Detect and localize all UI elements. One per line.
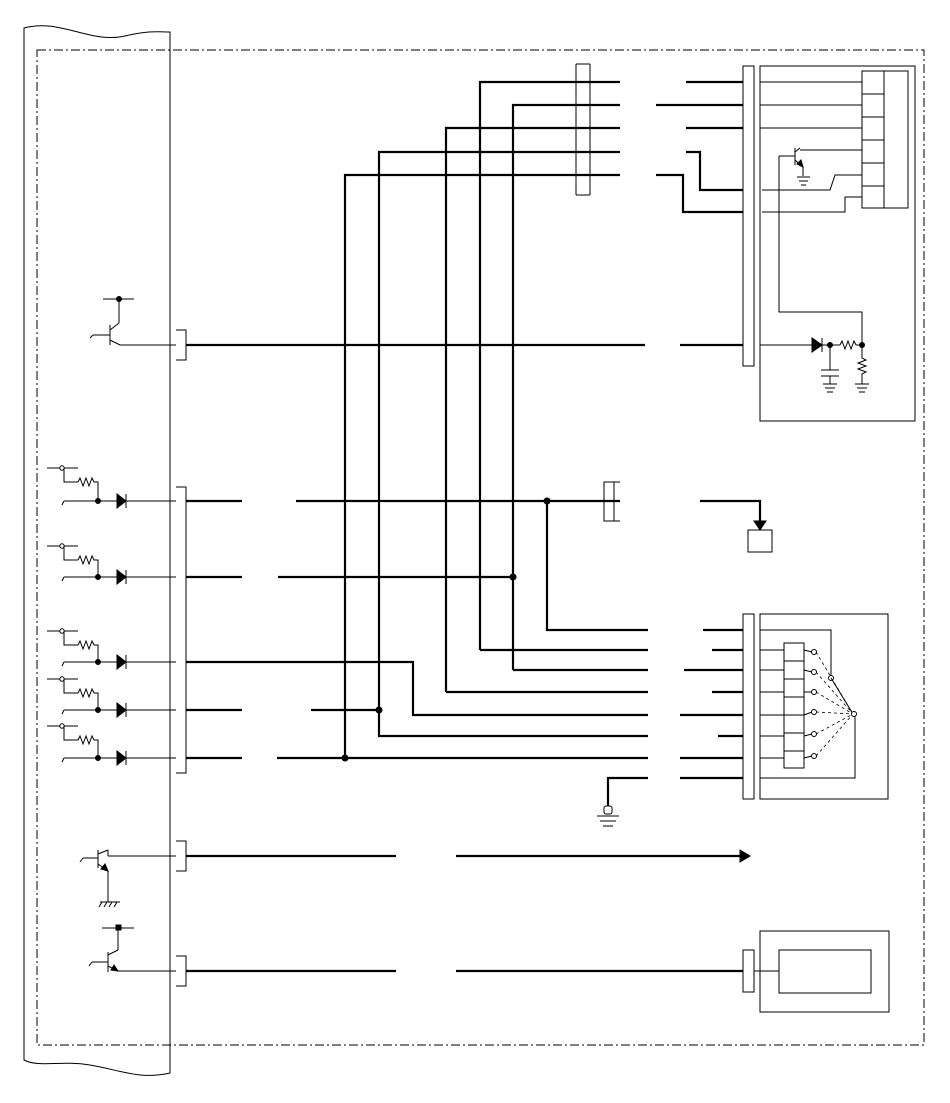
switch-box — [759, 613, 889, 800]
diode-inputs — [47, 465, 176, 767]
actuator-box — [747, 529, 773, 553]
connector-output-1 — [176, 329, 187, 361]
diode-input-4 — [47, 676, 176, 719]
connector-switch — [742, 613, 755, 800]
switch-contact-2 — [760, 669, 854, 715]
switch-contact-6 — [760, 713, 854, 759]
display-module — [754, 930, 890, 1013]
diode-input-5 — [47, 723, 176, 767]
diode-input-3 — [47, 628, 176, 671]
diode-input-1 — [47, 465, 176, 510]
actuator-arrow — [753, 520, 767, 531]
connector-output-3 — [176, 955, 187, 987]
transistor-output-3 — [88, 924, 176, 972]
switch-contact-1 — [760, 649, 854, 715]
control-unit-panel — [23, 25, 171, 1076]
connector-inline-top — [575, 63, 591, 196]
system-boundary — [36, 49, 925, 1046]
connector-module-a — [742, 65, 755, 367]
connector-output-2 — [176, 840, 187, 872]
connector-display — [742, 949, 755, 993]
ground-symbol — [597, 805, 619, 827]
transistor-output-1 — [89, 296, 176, 346]
diode-input-2 — [47, 543, 176, 586]
transistor-output-2 — [79, 849, 176, 908]
wire-to-actuator — [700, 499, 762, 522]
output-arrow — [739, 849, 751, 863]
harness-switch-right — [680, 628, 743, 780]
harness-top — [343, 80, 743, 757]
connector-input-block — [176, 486, 187, 774]
connector-inline-mid — [603, 481, 620, 522]
switch-contact-5 — [760, 713, 854, 737]
switch-contact-3 — [760, 689, 854, 715]
harness-inputs — [186, 444, 648, 806]
top-right-module — [759, 65, 916, 422]
switch-contact-4 — [760, 709, 854, 716]
